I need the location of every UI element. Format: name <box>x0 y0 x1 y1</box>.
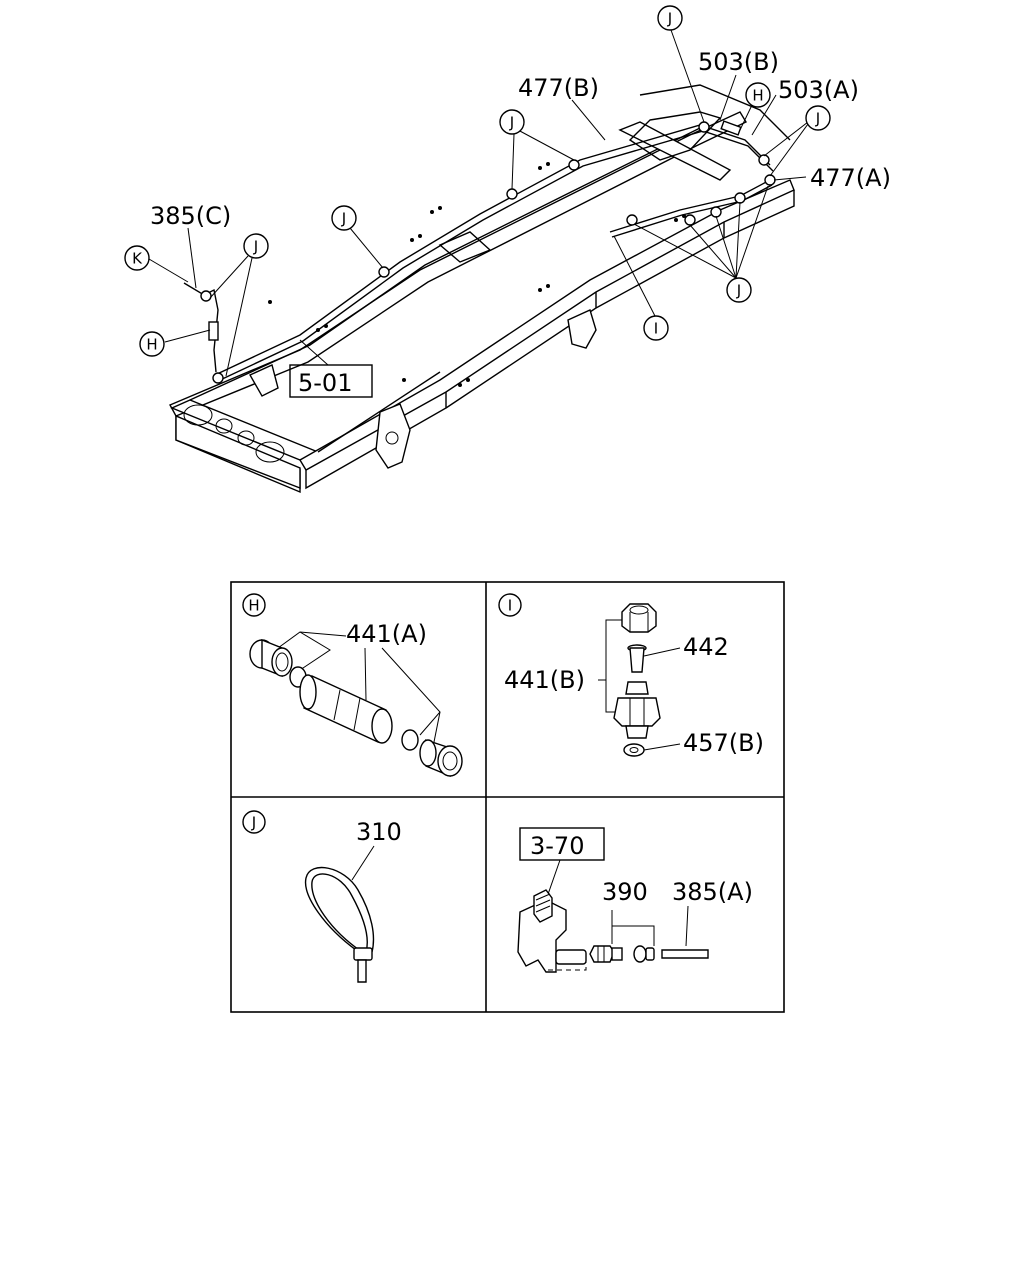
union-body <box>613 681 661 739</box>
brake-hose-line <box>214 124 771 376</box>
sleeve-442 <box>627 644 647 673</box>
part-label-442: 442 <box>683 633 729 661</box>
washer-457b <box>623 743 645 757</box>
panel-i-letter: I <box>498 593 522 617</box>
front-crossmember-hole <box>237 430 255 446</box>
detail-panel-k: 3-70 390 385(A) <box>517 827 753 973</box>
svg-text:I: I <box>654 320 658 338</box>
part-label-441b: 441(B) <box>504 666 585 694</box>
detail-panel-j: J 310 <box>242 810 402 983</box>
panel-j-letter: J <box>242 810 266 834</box>
svg-text:J: J <box>509 114 514 132</box>
svg-text:I: I <box>508 597 512 615</box>
svg-text:J: J <box>736 282 741 300</box>
reference-label-5-01: 5-01 <box>298 369 352 397</box>
callout-j-right: J <box>805 105 831 131</box>
front-crossmember-hole <box>255 441 285 463</box>
front-crossmember-hole <box>183 404 213 426</box>
svg-text:J: J <box>815 110 820 128</box>
spring-bracket-rear <box>567 309 597 349</box>
detail-panel-h: H 441(A) <box>242 593 463 778</box>
reference-box-5-01: 5-01 <box>289 364 373 398</box>
leader-lines <box>148 29 809 377</box>
part-label-385c: 385(C) <box>150 202 231 230</box>
callout-h-left: H <box>139 331 165 357</box>
detail-panel-i: I 441(B) 442 457(B) <box>498 593 764 757</box>
part-label-503a: 503(A) <box>778 76 859 104</box>
callout-h-top: H <box>745 82 771 108</box>
part-label-310: 310 <box>356 818 402 846</box>
part-label-477b: 477(B) <box>518 74 599 102</box>
callout-j-top: J <box>657 5 683 31</box>
svg-text:H: H <box>248 597 259 615</box>
callout-j-rail: J <box>499 109 525 135</box>
fitting-390 <box>589 945 623 963</box>
part-label-477a: 477(A) <box>810 164 891 192</box>
callout-j-left-pair: J <box>243 233 269 259</box>
front-crossmember-face <box>175 414 301 490</box>
svg-text:J: J <box>251 814 256 832</box>
flare-nut <box>621 603 657 633</box>
svg-text:J: J <box>667 10 672 28</box>
seal-390 <box>633 945 655 963</box>
callout-k: K <box>124 245 150 271</box>
part-label-457b: 457(B) <box>683 729 764 757</box>
pipe-385a <box>661 949 709 959</box>
svg-text:H: H <box>146 336 157 354</box>
panel-h-letter: H <box>242 593 266 617</box>
hose-fitting-right <box>419 739 463 778</box>
rubber-hose <box>299 674 393 744</box>
right-side-rail <box>299 179 795 471</box>
svg-text:H: H <box>752 87 763 105</box>
reference-box-3-70: 3-70 <box>519 827 605 861</box>
svg-text:K: K <box>132 250 143 268</box>
left-side-rail <box>169 111 747 417</box>
spring-bracket <box>375 403 411 469</box>
rear-crossmember <box>618 121 732 181</box>
svg-text:J: J <box>253 238 258 256</box>
part-label-390: 390 <box>602 878 648 906</box>
front-crossmember-hole <box>215 418 233 434</box>
part-label-385a: 385(A) <box>672 878 753 906</box>
hose-fitting-left <box>249 638 293 678</box>
part-label-441a: 441(A) <box>346 620 427 648</box>
reference-label-3-70: 3-70 <box>530 832 584 860</box>
brake-hose-line-right <box>609 179 771 233</box>
svg-text:J: J <box>341 210 346 228</box>
detail-panels-grid <box>230 581 785 1013</box>
callout-j-bottom: J <box>726 277 752 303</box>
cable-tie <box>304 866 375 983</box>
hose-clamps <box>212 121 776 384</box>
valve-body <box>517 889 587 973</box>
chassis-frame-drawing <box>169 84 795 494</box>
callout-i: I <box>643 315 669 341</box>
o-ring-right <box>401 729 419 751</box>
callout-j-mid: J <box>331 205 357 231</box>
part-label-503b: 503(B) <box>698 48 779 76</box>
